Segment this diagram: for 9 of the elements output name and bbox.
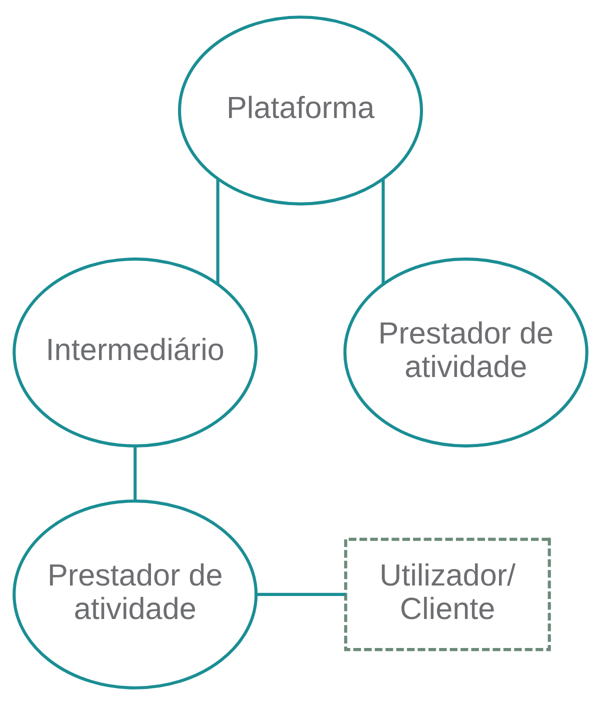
node-ellipse: Plataforma [178, 16, 424, 206]
node-ellipse: Intermediário [12, 258, 258, 448]
connector [382, 179, 385, 284]
node-ellipse: Prestador de atividade [12, 500, 258, 690]
node-box: Utilizador/ Cliente [344, 538, 551, 652]
connector [256, 592, 346, 596]
node-ellipse: Prestador de atividade [343, 258, 588, 448]
connector [134, 446, 137, 501]
connector [216, 179, 220, 284]
